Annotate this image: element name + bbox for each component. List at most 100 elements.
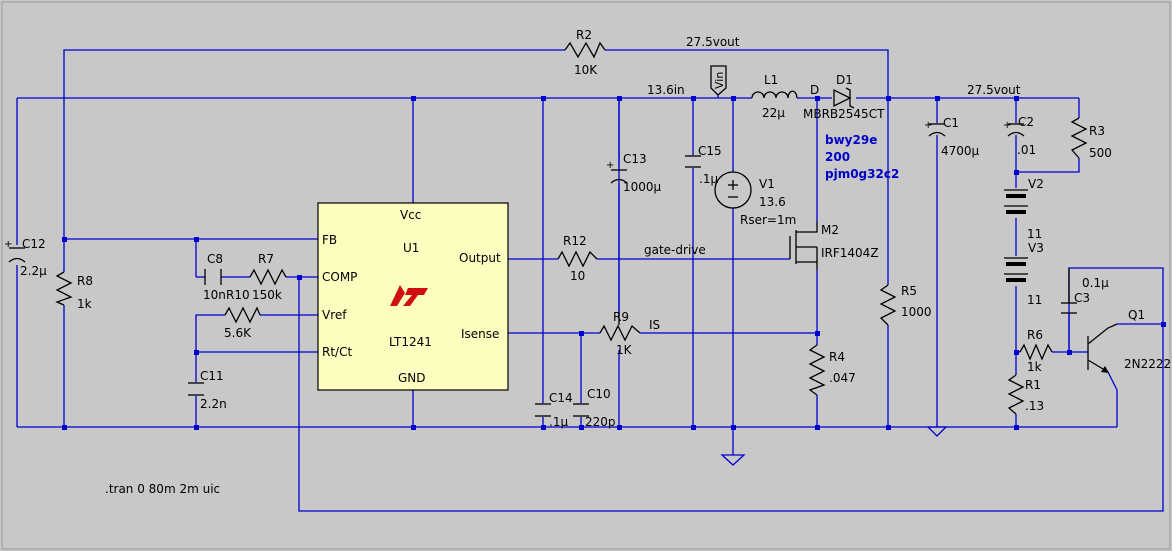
label-r2-1: 10K bbox=[574, 63, 598, 77]
label-r8-1: 1k bbox=[77, 297, 92, 311]
label-c12-1: 2.2µ bbox=[20, 264, 47, 278]
capacitor-c10-symbol[interactable] bbox=[573, 403, 589, 417]
label-r4-1: .047 bbox=[829, 371, 856, 385]
label-c3-1: 0.1µ bbox=[1082, 276, 1109, 290]
battery-v3-symbol[interactable] bbox=[1004, 257, 1028, 282]
label-m2-0: M2 bbox=[821, 223, 839, 237]
label-c12-0: C12 bbox=[22, 237, 46, 251]
label-r10-1: 5.6K bbox=[224, 326, 252, 340]
resistor-r1-symbol[interactable] bbox=[1007, 374, 1025, 415]
label-r6-0: R6 bbox=[1027, 328, 1043, 342]
ic-pin-fb: FB bbox=[322, 233, 337, 247]
lt-logo bbox=[390, 285, 428, 306]
resistor-r9-symbol[interactable] bbox=[599, 324, 641, 342]
resistor-r4-symbol[interactable] bbox=[808, 344, 826, 396]
capacitor-c2-symbol[interactable]: + bbox=[1003, 120, 1025, 137]
ic-pin-gnd: GND bbox=[398, 371, 426, 385]
ground-symbol bbox=[720, 454, 746, 466]
net-vin: 13.6in bbox=[647, 83, 685, 97]
label-r5-0: R5 bbox=[901, 284, 917, 298]
capacitor-c13-symbol[interactable]: + bbox=[606, 160, 628, 184]
label-c14-0: C14 bbox=[549, 391, 573, 405]
label-v3-1: 11 bbox=[1027, 293, 1042, 307]
voltage-source-v1-symbol[interactable] bbox=[714, 171, 752, 209]
label-r7-0: R7 bbox=[258, 252, 274, 266]
label-l1-0: L1 bbox=[764, 73, 778, 87]
resistor-r2-symbol[interactable] bbox=[564, 41, 606, 59]
resistor-r5-symbol[interactable] bbox=[879, 284, 897, 326]
resistor-r7-symbol[interactable] bbox=[249, 268, 287, 286]
label-r5-1: 1000 bbox=[901, 305, 932, 319]
ic-pin-output: Output bbox=[459, 251, 501, 265]
label-v2-1: 11 bbox=[1027, 227, 1042, 241]
label-v1-0: V1 bbox=[759, 177, 775, 191]
mosfet-m2-symbol[interactable] bbox=[789, 222, 818, 270]
label-d1-0: D1 bbox=[836, 73, 853, 87]
junctions bbox=[62, 96, 1166, 430]
label-r10-0: R10 bbox=[226, 288, 250, 302]
label-r6-1: 1k bbox=[1027, 360, 1042, 374]
capacitor-c1-symbol[interactable]: + bbox=[924, 120, 946, 137]
label-d1_model-1: 200 bbox=[825, 150, 850, 164]
diode-d1-symbol[interactable] bbox=[833, 87, 855, 109]
labels: U1 LT1241 Vcc FB COMP Vref Rt/Ct Output … bbox=[20, 28, 1171, 496]
label-c2-1: .01 bbox=[1017, 143, 1036, 157]
capacitor-c12-symbol[interactable]: + bbox=[4, 239, 26, 263]
spice-directive[interactable]: .tran 0 80m 2m uic bbox=[105, 482, 220, 496]
inductor-l1-symbol[interactable] bbox=[751, 90, 798, 99]
net-is: IS bbox=[649, 318, 660, 332]
wires bbox=[16, 49, 1164, 512]
label-c15-0: C15 bbox=[698, 144, 722, 158]
label-v2-0: V2 bbox=[1028, 177, 1044, 191]
label-c13-0: C13 bbox=[623, 152, 647, 166]
label-c10-1: 220p bbox=[585, 415, 616, 429]
label-c15-1: .1µ bbox=[699, 172, 718, 186]
net-gate-drive: gate-drive bbox=[644, 243, 706, 257]
label-r4-0: R4 bbox=[829, 350, 845, 364]
capacitor-c3-symbol[interactable] bbox=[1061, 268, 1077, 314]
resistor-r12-symbol[interactable] bbox=[557, 250, 598, 268]
ic-ref: U1 bbox=[403, 241, 419, 255]
capacitor-c11-symbol[interactable] bbox=[188, 382, 204, 396]
label-c13-1: 1000µ bbox=[623, 180, 662, 194]
label-c2-0: C2 bbox=[1018, 115, 1034, 129]
label-q1-1: 2N2222 bbox=[1124, 357, 1171, 371]
label-c8-1: 10n bbox=[203, 288, 226, 302]
ic-part: LT1241 bbox=[389, 335, 432, 349]
capacitor-c15-symbol[interactable] bbox=[685, 155, 701, 168]
svg-text:+: + bbox=[606, 160, 614, 171]
label-c11-0: C11 bbox=[200, 369, 224, 383]
label-d1_model-2: pjm0g32c2 bbox=[825, 167, 899, 181]
label-d1_model-0: bwy29e bbox=[825, 133, 877, 147]
label-c1-0: C1 bbox=[943, 116, 959, 130]
battery-v2-symbol[interactable] bbox=[1004, 189, 1028, 214]
resistor-r6-symbol[interactable] bbox=[1019, 343, 1053, 361]
svg-text:+: + bbox=[4, 239, 12, 250]
label-r2-0: R2 bbox=[576, 28, 592, 42]
label-c11-1: 2.2n bbox=[200, 397, 227, 411]
label-l1-1: 22µ bbox=[762, 106, 785, 120]
ic-pin-rtct: Rt/Ct bbox=[322, 345, 352, 359]
label-v1-2: Rser=1m bbox=[740, 213, 796, 227]
ic-u1[interactable] bbox=[317, 202, 509, 391]
resistor-r8-symbol[interactable] bbox=[55, 271, 73, 306]
capacitor-c8-symbol[interactable] bbox=[204, 269, 222, 285]
net-vout-right: 27.5vout bbox=[967, 83, 1021, 97]
label-v1-1: 13.6 bbox=[759, 195, 786, 209]
resistor-r3-symbol[interactable] bbox=[1070, 117, 1088, 159]
label-q1-0: Q1 bbox=[1128, 308, 1145, 322]
label-r1-0: R1 bbox=[1025, 378, 1041, 392]
label-c8-0: C8 bbox=[207, 252, 223, 266]
capacitor-c14-symbol[interactable] bbox=[535, 403, 551, 417]
ground-symbol-c1 bbox=[926, 426, 948, 437]
ic-pin-vref: Vref bbox=[322, 308, 347, 322]
ic-pin-comp: COMP bbox=[322, 270, 357, 284]
resistor-r10-symbol[interactable] bbox=[224, 306, 261, 324]
label-r12-0: R12 bbox=[563, 234, 587, 248]
transistor-q1-symbol[interactable] bbox=[1087, 323, 1118, 373]
label-r7-1: 150k bbox=[252, 288, 282, 302]
label-r3-1: 500 bbox=[1089, 146, 1112, 160]
label-r9-0: R9 bbox=[613, 310, 629, 324]
